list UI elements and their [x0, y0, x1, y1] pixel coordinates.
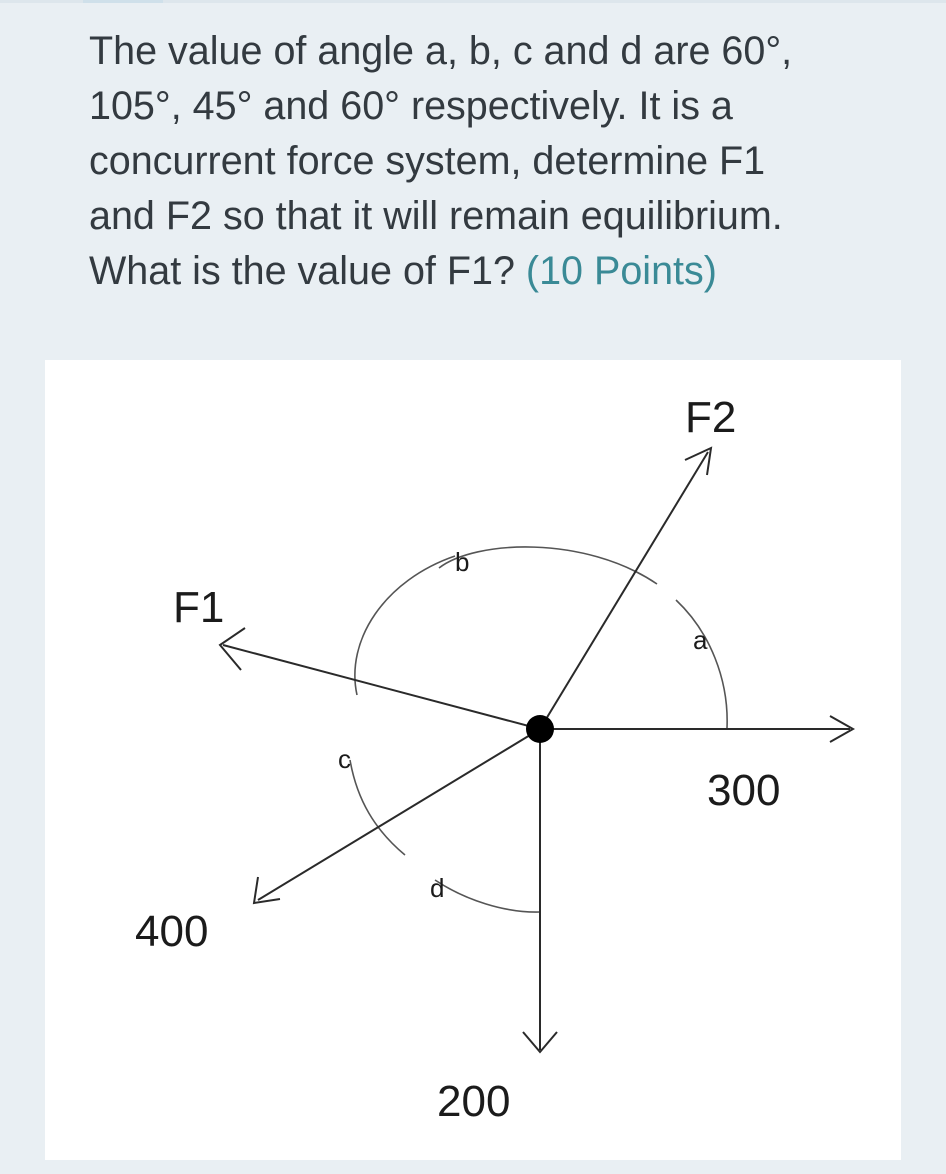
question-line-2: 105°, 45° and 60° respectively. It is a: [89, 84, 733, 128]
label-f1: F1: [173, 583, 224, 632]
label-f2: F2: [685, 393, 736, 442]
label-200: 200: [437, 1077, 510, 1126]
force-line-f2: [539, 451, 709, 730]
label-300: 300: [707, 766, 780, 815]
question-line-4: and F2 so that it will remain equilibriu…: [89, 194, 783, 238]
question-text: The value of angle a, b, c and d are 60°…: [89, 24, 889, 299]
question-prompt: What is the value of F1?: [89, 249, 515, 293]
arrowhead-f2: [684, 446, 713, 476]
force-line-400: [257, 728, 541, 901]
label-angle-b: b: [455, 547, 469, 577]
label-angle-c: c: [338, 744, 351, 774]
angle-arc-b: [438, 546, 658, 585]
force-line-f1: [222, 644, 541, 730]
top-divider-accent: [83, 0, 163, 3]
label-angle-a: a: [693, 625, 708, 655]
question-line-3: concurrent force system, determine F1: [89, 139, 766, 183]
concurrent-point: [526, 715, 554, 743]
question-line-1: The value of angle a, b, c and d are 60°…: [89, 29, 793, 73]
arrowhead-200: [522, 1031, 558, 1054]
force-diagram-card: F2 F1 300 400 200 a b c d: [45, 360, 901, 1160]
question-line-5: What is the value of F1? (10 Points): [89, 244, 889, 299]
arrowhead-300: [829, 715, 856, 743]
angle-arc-d: [434, 879, 541, 913]
arrowhead-400: [252, 876, 281, 905]
top-divider: [0, 0, 946, 3]
angle-arc-c: [354, 555, 456, 696]
force-diagram: F2 F1 300 400 200 a b c d: [135, 393, 856, 1126]
angle-arc-c-lower: [349, 759, 406, 856]
label-angle-d: d: [430, 873, 444, 903]
points-label: (10 Points): [525, 249, 717, 293]
arrowhead-f1: [218, 627, 246, 671]
label-400: 400: [135, 907, 208, 956]
angle-arc-a: [675, 599, 728, 729]
